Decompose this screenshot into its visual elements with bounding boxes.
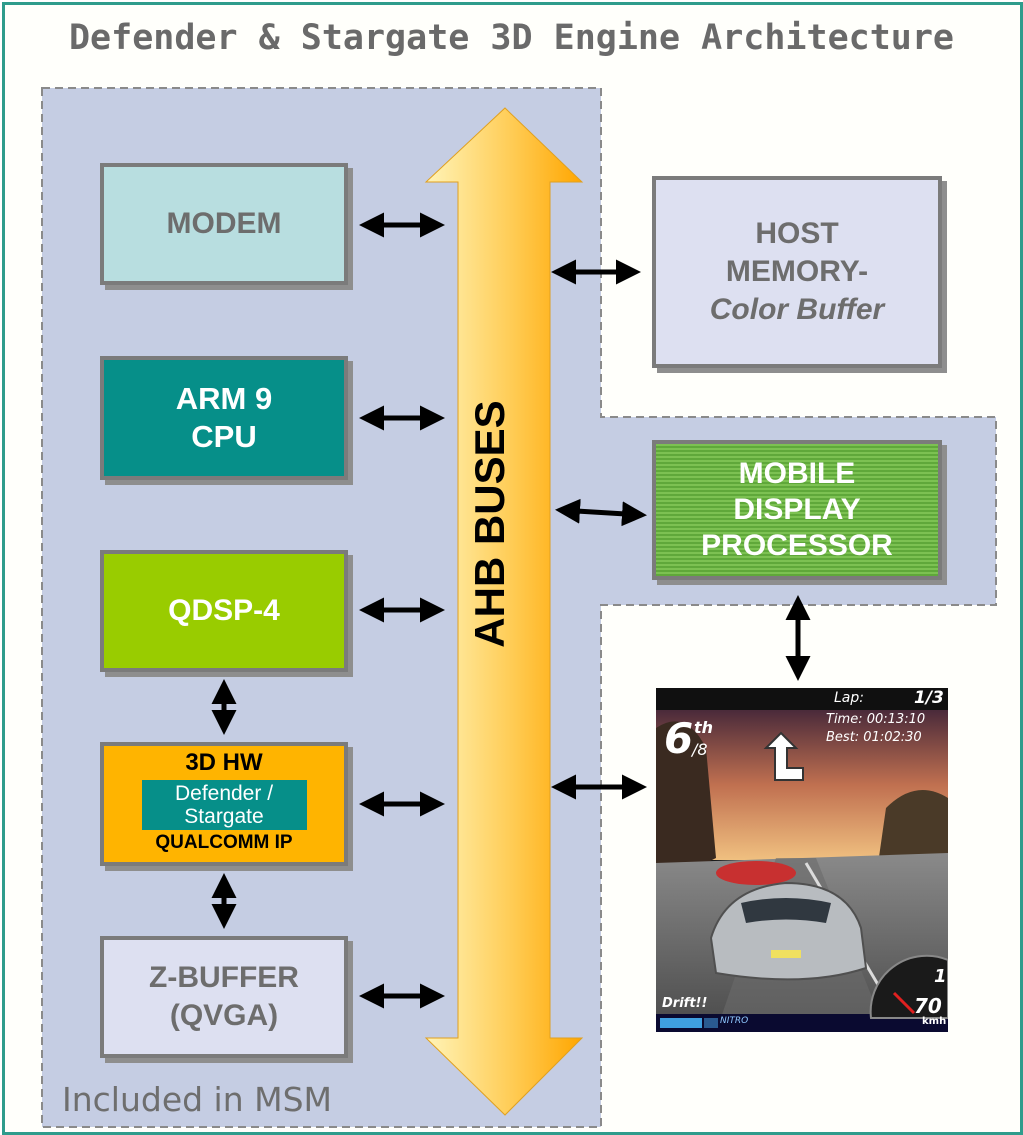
turn-arrow-icon xyxy=(763,731,804,781)
ahb-bus-arrow xyxy=(424,107,584,1116)
host-memory-label-line1: HOST xyxy=(755,217,839,250)
z-buffer-block: Z-BUFFER (QVGA) xyxy=(100,936,348,1058)
core-label-line1: Defender / xyxy=(174,782,274,805)
speedometer-icon xyxy=(869,954,948,1019)
arm-cpu-block: ARM 9 CPU xyxy=(100,356,348,480)
lap-label: Lap: xyxy=(834,690,864,706)
race-position-suffix: th xyxy=(694,718,714,737)
best-readout: Best: 01:02:30 xyxy=(826,730,922,745)
host-memory-block: HOST MEMORY- Color Buffer xyxy=(652,176,942,368)
qualcomm-ip-label: QUALCOMM IP xyxy=(155,832,293,853)
drift-label: Drift!! xyxy=(662,996,708,1011)
diagram-title: Defender & Stargate 3D Engine Architectu… xyxy=(68,18,954,58)
mobile-display-processor-block: MOBILE DISPLAY PROCESSOR xyxy=(652,440,942,580)
gear-readout: 1 xyxy=(934,966,947,987)
ahb-bus-label: AHB BUSES xyxy=(466,400,513,648)
race-position: 6 xyxy=(664,714,694,763)
mdp-label-line1: MOBILE xyxy=(738,457,856,490)
mdp-label-line2: DISPLAY xyxy=(733,493,861,526)
speed-unit: kmh xyxy=(922,1016,947,1027)
qdsp-label: QDSP-4 xyxy=(168,594,280,627)
core-label-line2: Stargate xyxy=(184,805,264,828)
3d-hw-title: 3D HW xyxy=(185,749,263,776)
modem-label: MODEM xyxy=(166,207,282,240)
z-buffer-label-line2: (QVGA) xyxy=(169,999,279,1032)
lap-value: 1/3 xyxy=(914,688,944,708)
speed-readout: 70 xyxy=(914,994,942,1018)
arm-cpu-label-line2: CPU xyxy=(191,419,257,454)
arm-cpu-label-line1: ARM 9 xyxy=(175,381,273,416)
msm-region-label: Included in MSM xyxy=(62,1080,333,1119)
modem-block: MODEM xyxy=(100,163,348,285)
race-position-total: /8 xyxy=(692,740,708,759)
time-readout: Time: 00:13:10 xyxy=(826,712,926,727)
connector-bus-mdp xyxy=(555,498,647,527)
z-buffer-label-line1: Z-BUFFER xyxy=(149,961,299,994)
game-screen: Lap: 1/3 Time: 00:13:10 Best: 01:02:30 6… xyxy=(656,688,948,1032)
3d-hw-block: 3D HW Defender / Stargate QUALCOMM IP xyxy=(100,742,348,866)
qdsp-block: QDSP-4 xyxy=(100,550,348,672)
host-memory-label-line3: Color Buffer xyxy=(709,293,885,326)
defender-stargate-core: Defender / Stargate xyxy=(141,780,307,830)
nitro-label: NITRO xyxy=(720,1016,749,1026)
game-scene xyxy=(656,688,948,1032)
mdp-label-line3: PROCESSOR xyxy=(701,529,893,562)
car-opponent xyxy=(716,861,796,885)
host-memory-label-line2: MEMORY- xyxy=(725,255,869,288)
